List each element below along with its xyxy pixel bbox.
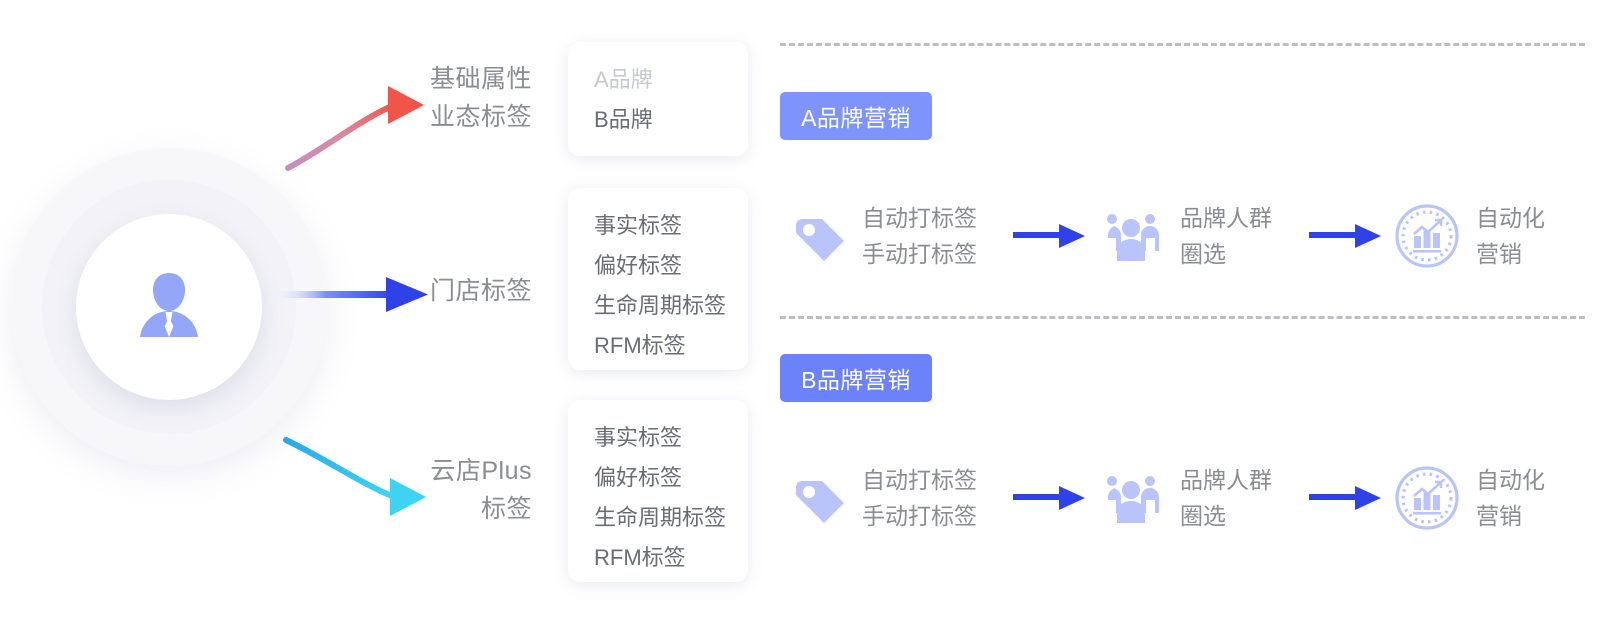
branch-label-cloudstore-plus: 云店Plus 标签 <box>430 457 532 523</box>
branch-label-basic-attributes: 基础属性 业态标签 <box>429 65 532 131</box>
badge-brand-b-marketing[interactable]: B品牌营销 <box>780 354 932 402</box>
branch-label-store-tags: 门店标签 <box>429 277 532 305</box>
store-tag-card[interactable]: 事实标签 偏好标签 生命周期标签 RFM标签 <box>568 188 748 370</box>
pipeline-step-label-audience: 品牌人群 圈选 <box>1180 205 1272 267</box>
pipeline-step-label-automation: 自动化 营销 <box>1476 467 1545 529</box>
card-line[interactable]: B品牌 <box>594 107 653 132</box>
card-line[interactable]: 生命周期标签 <box>594 505 727 530</box>
price-tag-icon <box>780 205 858 267</box>
brand-card[interactable]: A品牌 B品牌 <box>568 42 748 156</box>
analytics-badge-icon <box>1388 203 1466 269</box>
section-divider-bottom <box>780 316 1585 319</box>
user-avatar-icon <box>121 259 217 355</box>
arrow-right-icon <box>1008 221 1092 251</box>
arrow-right-icon <box>1304 483 1388 513</box>
cloudstore-tag-card[interactable]: 事实标签 偏好标签 生命周期标签 RFM标签 <box>568 400 748 582</box>
section-divider-top <box>780 43 1585 46</box>
people-group-icon <box>1092 467 1170 529</box>
pipeline-step-label-audience: 品牌人群 圈选 <box>1180 467 1272 529</box>
pipeline-brand-b: 自动打标签 手动打标签 品牌人群 圈选 <box>780 452 1590 544</box>
analytics-badge-icon <box>1388 465 1466 531</box>
arrow-right-icon <box>1304 221 1388 251</box>
card-line[interactable]: RFM标签 <box>594 333 686 358</box>
price-tag-icon <box>780 467 858 529</box>
card-line[interactable]: 事实标签 <box>594 213 683 238</box>
badge-brand-a-marketing[interactable]: A品牌营销 <box>780 92 932 140</box>
customer-hub <box>10 148 328 466</box>
pipeline-step-label-tagging: 自动打标签 手动打标签 <box>862 467 977 529</box>
pipeline-step-label-automation: 自动化 营销 <box>1476 205 1545 267</box>
pipeline-step-label-tagging: 自动打标签 手动打标签 <box>862 205 977 267</box>
card-line[interactable]: 生命周期标签 <box>594 293 727 318</box>
people-group-icon <box>1092 205 1170 267</box>
card-line[interactable]: A品牌 <box>594 67 653 92</box>
card-line[interactable]: 偏好标签 <box>594 465 683 490</box>
card-line[interactable]: 事实标签 <box>594 425 683 450</box>
arrow-right-icon <box>1008 483 1092 513</box>
card-line[interactable]: RFM标签 <box>594 545 686 570</box>
hub-core <box>76 214 262 400</box>
card-line[interactable]: 偏好标签 <box>594 253 683 278</box>
pipeline-brand-a: 自动打标签 手动打标签 品牌人群 圈选 <box>780 190 1590 282</box>
